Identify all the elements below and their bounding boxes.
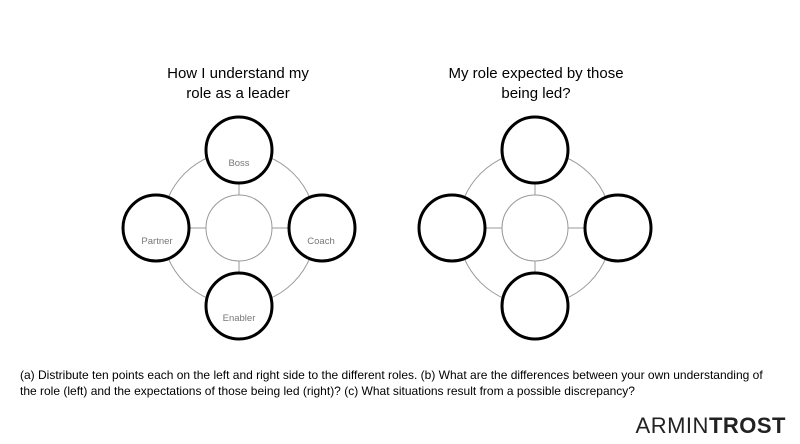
right-role-right-circle bbox=[583, 193, 653, 263]
right-diagram-title: My role expected by those being led? bbox=[448, 65, 624, 102]
left-role-diagram: Boss Partner Coach Enabler bbox=[121, 115, 357, 341]
role-boss: Boss bbox=[204, 115, 274, 185]
role-enabler: Enabler bbox=[204, 271, 274, 341]
role-coach: Coach bbox=[287, 193, 357, 263]
brand-last-name: TROST bbox=[708, 413, 786, 438]
role-partner: Partner bbox=[121, 193, 191, 263]
right-role-bottom-circle bbox=[500, 271, 570, 341]
left-diagram-title: How I understand my role as a leader bbox=[167, 65, 309, 102]
right-center-circle bbox=[501, 194, 569, 262]
role-boss-label: Boss bbox=[228, 158, 249, 169]
right-role-top-circle bbox=[500, 115, 570, 185]
role-partner-label: Partner bbox=[141, 236, 172, 247]
role-enabler-label: Enabler bbox=[223, 313, 256, 324]
left-center-circle bbox=[205, 194, 273, 262]
brand-logo: ARMINTROST bbox=[636, 413, 786, 439]
role-coach-label: Coach bbox=[307, 236, 334, 247]
right-role-left-circle bbox=[417, 193, 487, 263]
right-role-diagram bbox=[417, 115, 653, 341]
instructions-text: (a) Distribute ten points each on the le… bbox=[20, 368, 763, 398]
brand-first-name: ARMIN bbox=[635, 413, 709, 438]
